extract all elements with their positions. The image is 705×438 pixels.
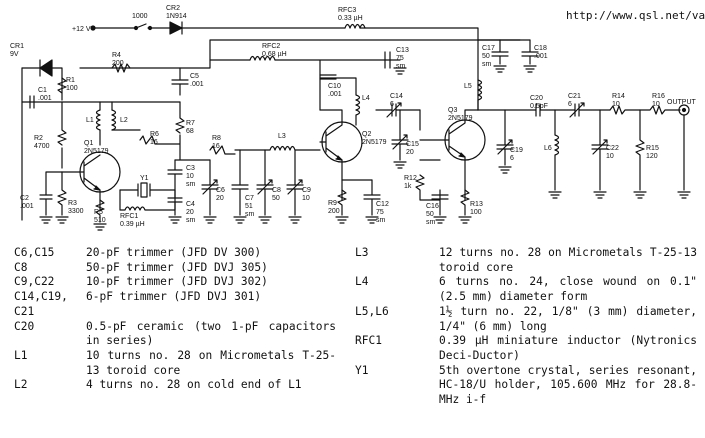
switch-label: 1000 [132,13,148,20]
part-description: 4 turns no. 28 on cold end of L1 [86,378,302,392]
c2-label: C2.001 [20,195,34,210]
c18-label: C18.001 [534,45,548,60]
part-ref: L2 [14,378,28,392]
part-description: 10 turns no. 28 on Micrometals T-25-13 t… [86,348,336,377]
l6-label: L6 [544,145,552,152]
part-row: L4 6 turns no. 24, close wound on 0.1" (2… [355,275,697,304]
part-description: 6-pF trimmer (JFD DVJ 301) [86,290,262,304]
part-ref: RFC1 [355,334,382,348]
part-row: C21 [14,305,336,320]
c1-label: C1.001 [38,87,52,102]
part-description [86,305,336,320]
part-row: L3 12 turns no. 28 on Micrometals T-25-13… [355,246,697,275]
part-ref: C6,C15 [14,246,55,259]
part-ref: C8 [14,260,28,274]
parts-list-right: L3 12 turns no. 28 on Micrometals T-25-13… [355,246,697,408]
part-ref: L5,L6 [355,304,389,318]
part-row: RFC1 0.39 µH miniature inductor (Nytronic… [355,334,697,363]
part-row: Y1 5th overtone crystal, series resonant,… [355,364,697,408]
part-description: 0.39 µH miniature inductor (Nytronics De… [439,334,697,362]
part-ref: C9,C22 [14,275,55,289]
l2-label: L2 [120,117,128,124]
part-row: C6,C15 20-pF trimmer (JFD DV 300) [14,246,336,261]
parts-list-left: C6,C15 20-pF trimmer (JFD DV 300) C8 50-pF … [14,246,336,393]
part-ref: C21 [14,304,35,318]
part-ref: L1 [14,348,28,362]
source-url: http://www.qsl.net/va3iul [566,9,705,22]
l1-label: L1 [86,117,94,124]
part-row: C20 0.5-pF ceramic (two 1-pF capacitors i… [14,320,336,349]
part-ref: L3 [355,246,369,259]
part-ref: C14,C19, [14,290,68,304]
part-row: L2 4 turns no. 28 on cold end of L1 [14,378,336,393]
part-description: 12 turns no. 28 on Micrometals T-25-13 t… [439,246,697,274]
part-ref: Y1 [355,363,369,377]
part-description: 20-pF trimmer (JFD DV 300) [86,246,262,259]
part-row: C9,C22 10-pF trimmer (JFD DVJ 302) [14,275,336,290]
part-description: 50-pF trimmer (JFD DVJ 305) [86,260,268,274]
c10-label: C10.001 [328,83,342,98]
y1-label: Y1 [140,175,149,182]
output-label: OUTPUT [667,99,697,106]
part-description: 6 turns no. 24, close wound on 0.1" (2.5… [439,275,697,304]
supply-label: +12 V [72,26,91,33]
supply-rail [94,27,521,111]
part-ref: C20 [14,319,35,333]
part-row: C14,C19, 6-pF trimmer (JFD DVJ 301) [14,290,336,305]
part-row: C8 50-pF trimmer (JFD DVJ 305) [14,261,336,276]
part-description: 0.5-pF ceramic (two 1-pF capacitors in s… [86,319,336,348]
part-ref: L4 [355,275,369,289]
part-row: L5,L6 1½ turn no. 22, 1/8" (3 mm) diamete… [355,305,697,334]
part-description: 1½ turn no. 22, 1/8" (3 mm) diameter, 1/… [439,304,697,333]
l3-label: L3 [278,133,286,140]
part-description: 5th overtone crystal, series resonant, H… [439,363,697,407]
l5-label: L5 [464,83,472,90]
part-row: L1 10 turns no. 28 on Micrometals T-25-13… [14,349,336,378]
bias-rail [21,39,479,103]
part-description: 10-pF trimmer (JFD DVJ 302) [86,275,268,289]
l4-label: L4 [362,95,370,102]
c5-label: C5.001 [190,73,204,88]
